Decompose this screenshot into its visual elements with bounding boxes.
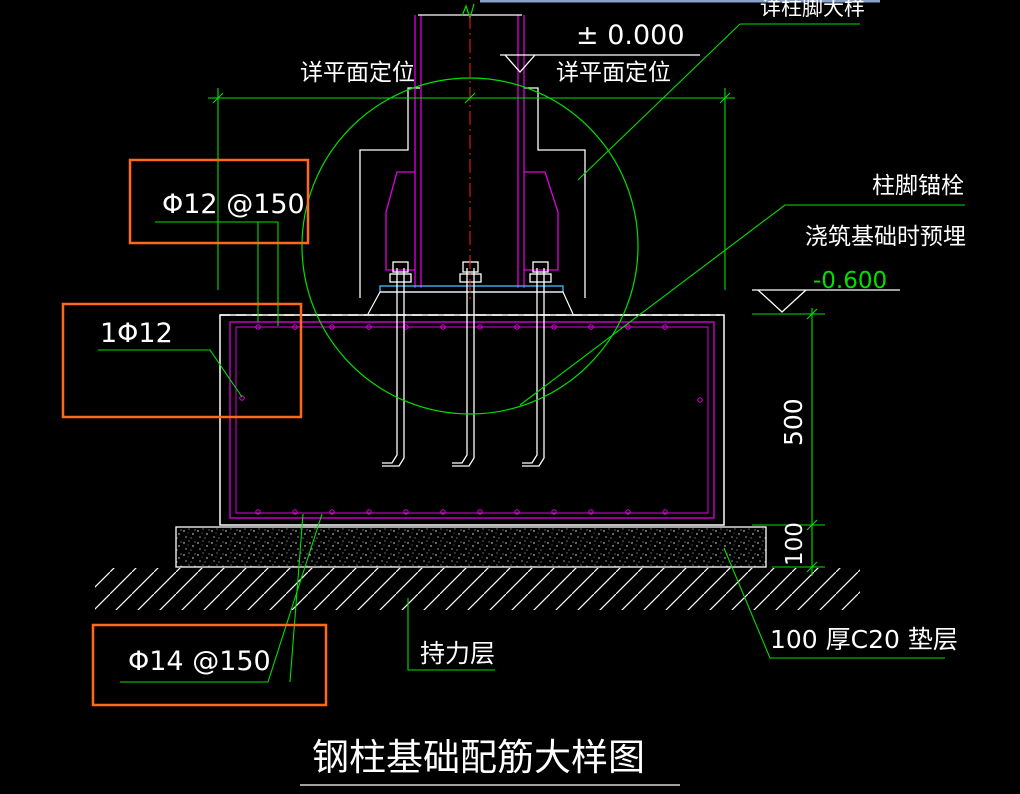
leader-lines	[98, 23, 965, 683]
rebar-dot	[403, 509, 409, 515]
rebar-dot	[551, 509, 557, 515]
rebar-dot	[329, 324, 335, 330]
rebar-bottom-label: Φ14 @150	[128, 646, 271, 677]
rebar-dot	[292, 509, 298, 515]
footing-outline	[219, 314, 725, 526]
rebar-dot	[588, 509, 594, 515]
rebar-dot	[625, 509, 631, 515]
column-pedestal	[359, 3, 586, 298]
locate-left-label: 详平面定位	[300, 60, 415, 86]
locate-right-label: 详平面定位	[556, 60, 671, 86]
elevation-zero-label: ± 0.000	[576, 20, 685, 51]
rebar-dot	[697, 397, 703, 403]
rebar-dot	[514, 509, 520, 515]
preembed-label: 浇筑基础时预埋	[805, 224, 966, 250]
drawing-title: 钢柱基础配筋大样图	[312, 736, 645, 779]
rebar-dot	[588, 324, 594, 330]
rebar-dot	[440, 324, 446, 330]
base-plate	[379, 285, 564, 293]
anchor-bolts	[382, 261, 552, 467]
detail-circle	[301, 77, 639, 415]
rebar-top-label: Φ12 @150	[162, 189, 305, 220]
rebar-dot	[514, 324, 520, 330]
rebar-side-label: 1Φ12	[100, 318, 173, 349]
rebar-dot	[625, 324, 631, 330]
rebar-dot	[366, 509, 372, 515]
rebar-dot	[329, 509, 335, 515]
detail-top-label: 详柱脚大样	[760, 0, 865, 20]
ground-hatch	[95, 568, 860, 610]
highlight-boxes	[61, 158, 328, 707]
dim-height-label: 500	[779, 398, 808, 446]
rebar-dot	[366, 324, 372, 330]
rebar-dot	[662, 324, 668, 330]
elevation-base-label: -0.600	[813, 268, 887, 294]
cushion-layer	[175, 526, 767, 568]
rebar-dot	[477, 509, 483, 515]
anchor-bolt-label: 柱脚锚栓	[872, 173, 964, 199]
rebar-dot	[292, 324, 298, 330]
rebar-dot	[239, 395, 245, 401]
rebar-dot	[662, 509, 668, 515]
elevation-marks	[500, 54, 900, 313]
rebar-cage	[229, 321, 715, 519]
cushion-label: 100 厚C20 垫层	[770, 625, 958, 654]
rebar-dot	[440, 509, 446, 515]
rebar-dot	[551, 324, 557, 330]
rebar-dot	[255, 324, 261, 330]
bearing-layer-label: 持力层	[420, 639, 495, 668]
rebar-dot	[477, 324, 483, 330]
dimension-lines	[208, 88, 825, 576]
dim-cushion-label: 100	[782, 522, 808, 566]
rebar-dot	[255, 509, 261, 515]
